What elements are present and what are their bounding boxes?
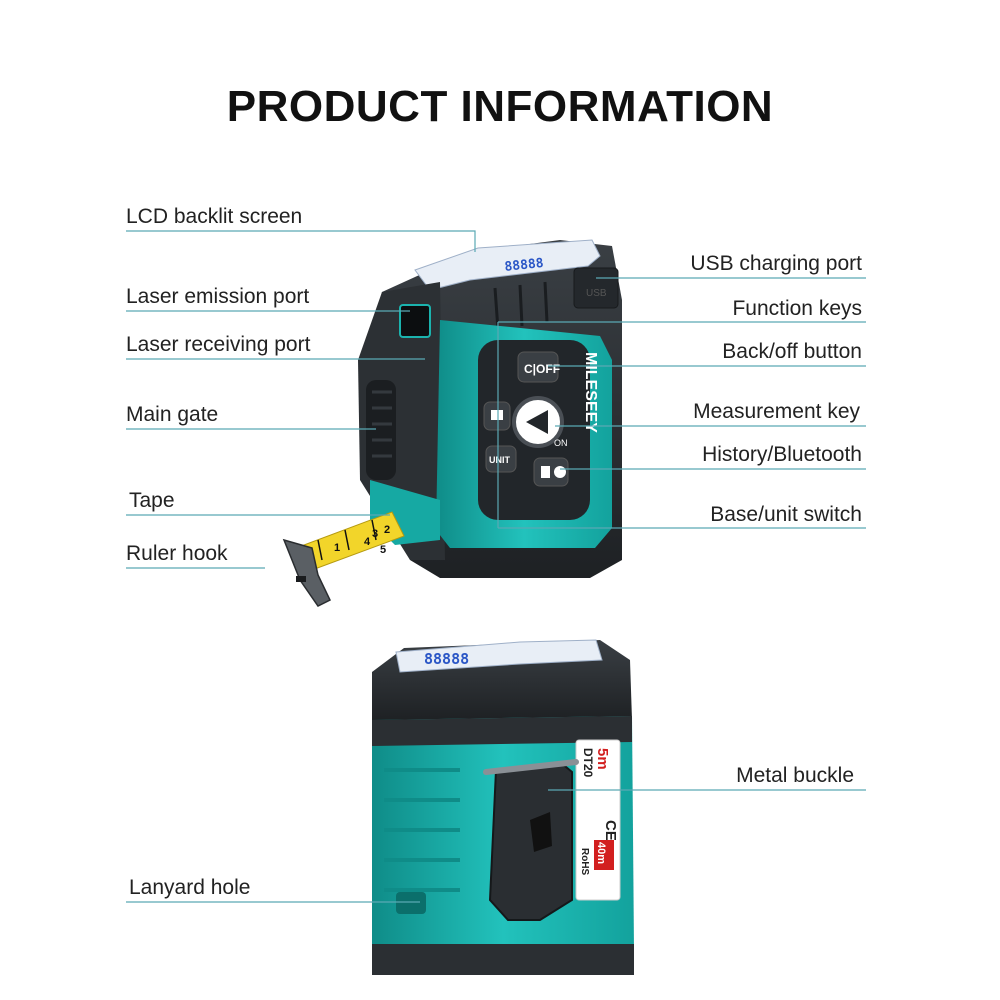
usb-text: USB <box>586 288 607 299</box>
tape-measure-back-view: 88888 DT20 5m CE 40m RoHS <box>372 639 634 975</box>
svg-text:2: 2 <box>384 524 390 536</box>
label-main-gate: Main gate <box>126 403 219 426</box>
tape-length-text: 5m <box>594 748 611 770</box>
unit-button-shape <box>485 445 517 473</box>
coff-text: C|OFF <box>524 362 560 376</box>
on-text: ON <box>554 438 568 448</box>
label-back-off-button: Back/off button <box>722 340 862 363</box>
label-laser-emission-port: Laser emission port <box>126 285 310 308</box>
lcd-digits: 88888 <box>504 256 545 275</box>
label-tape: Tape <box>129 489 175 512</box>
label-history-bluetooth: History/Bluetooth <box>702 443 862 466</box>
back-lcd-screen <box>395 639 603 673</box>
label-laser-receiving-port: Laser receiving port <box>126 333 311 356</box>
line-lcd-backlit-screen <box>126 230 476 252</box>
history-bluetooth-shape <box>533 457 569 487</box>
label-lanyard-hole: Lanyard hole <box>129 876 251 899</box>
svg-text:1: 1 <box>334 542 340 554</box>
ce-text: CE <box>602 820 619 841</box>
label-ruler-hook: Ruler hook <box>126 542 228 565</box>
model-text: DT20 <box>581 748 595 778</box>
unit-text: UNIT <box>489 455 510 465</box>
label-usb-charging-port: USB charging port <box>690 252 862 275</box>
tape-measure-front-view: 88888 USB C|OFF ON UNIT M <box>282 239 622 607</box>
main-gate-grip <box>366 380 396 480</box>
label-base-unit-switch: Base/unit switch <box>710 503 862 526</box>
ruler-hook-shape <box>282 538 331 607</box>
back-lcd-digits: 88888 <box>424 650 469 668</box>
label-lcd-backlit-screen: LCD backlit screen <box>126 205 303 228</box>
rohs-text: RoHS <box>579 848 590 876</box>
laser-range-text: 40m <box>595 842 607 864</box>
label-function-keys: Function keys <box>732 297 862 320</box>
back-off-button-shape <box>517 351 559 383</box>
svg-text:4: 4 <box>364 536 371 548</box>
laser-window <box>399 304 431 338</box>
label-measurement-key: Measurement key <box>693 400 860 423</box>
label-metal-buckle: Metal buckle <box>736 764 854 787</box>
callout-lines <box>126 230 866 903</box>
metal-buckle-shape <box>488 760 573 921</box>
brand-text: MILESEEY <box>582 352 599 433</box>
page-title: PRODUCT INFORMATION <box>226 82 774 131</box>
svg-text:5: 5 <box>380 544 386 556</box>
lanyard-hole-shape <box>396 892 426 914</box>
